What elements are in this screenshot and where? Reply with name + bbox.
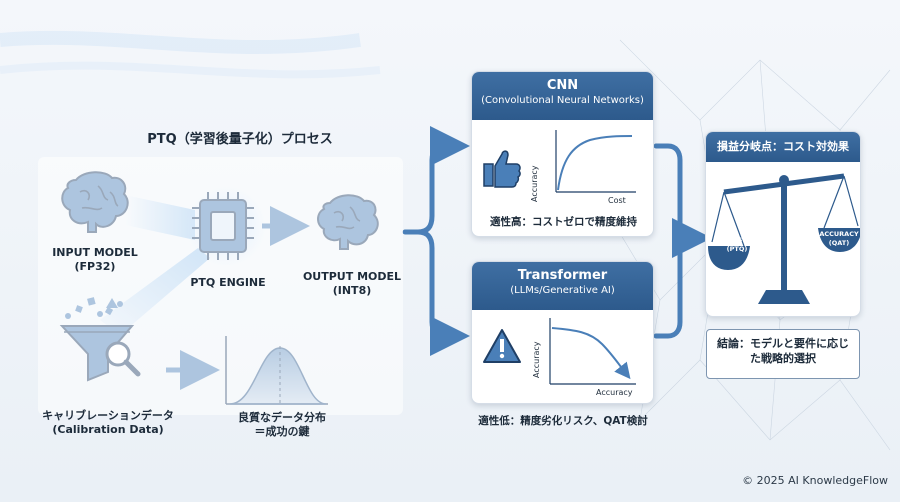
- cnn-subtitle: (Convolutional Neural Networks): [481, 95, 644, 106]
- breakeven-card: 損益分岐点：コスト対効果 COST (PTQ) ACCURACY (QAT): [705, 131, 861, 317]
- diagram-title: PTQ（学習後量子化）プロセス: [147, 132, 333, 147]
- transformer-title: Transformer: [517, 268, 608, 283]
- output-model-label: OUTPUT MODEL (INT8): [292, 270, 412, 298]
- cnn-card: CNN (Convolutional Neural Networks) Accu…: [471, 71, 654, 237]
- thumbs-up-icon: [483, 150, 521, 188]
- distribution-label: 良質なデータ分布 ＝成功の鍵: [212, 411, 352, 439]
- cnn-caption: 適性高：コストゼロで精度維持: [490, 216, 637, 228]
- transformer-card-header: Transformer (LLMs/Generative AI): [472, 262, 653, 310]
- transformer-x-axis-label: Accuracy: [596, 388, 633, 397]
- transformer-subtitle: (LLMs/Generative AI): [510, 285, 615, 296]
- input-model-name: INPUT MODEL: [52, 246, 138, 259]
- conclusion-line2: た戦略的選択: [750, 352, 816, 365]
- cnn-accuracy-chart: [483, 130, 636, 193]
- transformer-y-axis-label: Accuracy: [532, 341, 541, 378]
- branch-connector: [402, 126, 470, 356]
- cnn-card-header: CNN (Convolutional Neural Networks): [472, 72, 653, 120]
- accuracy-pan-line1: ACCURACY: [819, 230, 859, 238]
- distribution-line1: 良質なデータ分布: [238, 411, 326, 424]
- calibration-label: キャリブレーションデータ (Calibration Data): [28, 409, 188, 437]
- output-model-precision: (INT8): [332, 284, 372, 297]
- ptq-process-panel: [38, 157, 403, 415]
- output-model-name: OUTPUT MODEL: [302, 270, 402, 283]
- copyright-footer: © 2025 AI KnowledgeFlow: [742, 474, 888, 487]
- calibration-name: キャリブレーションデータ: [42, 409, 174, 422]
- distribution-line2: ＝成功の鍵: [254, 425, 310, 438]
- warning-icon: [483, 329, 521, 363]
- ptq-engine-label: PTQ ENGINE: [190, 276, 266, 289]
- cnn-x-axis-label: Cost: [608, 196, 626, 205]
- balance-scale-icon: [708, 173, 860, 304]
- cnn-title: CNN: [546, 78, 579, 93]
- input-model-label: INPUT MODEL (FP32): [40, 246, 150, 274]
- transformer-accuracy-chart: [483, 318, 636, 385]
- calibration-sub: (Calibration Data): [52, 423, 164, 436]
- conclusion-box: 結論：モデルと要件に応じ た戦略的選択: [706, 329, 860, 379]
- merge-connector: [653, 143, 712, 339]
- accuracy-pan-label: ACCURACY (QAT): [816, 230, 860, 248]
- transformer-card: Transformer (LLMs/Generative AI) Accurac…: [471, 261, 654, 404]
- accuracy-pan-line2: (QAT): [828, 239, 850, 247]
- cost-pan-line2: (PTQ): [726, 245, 748, 253]
- breakeven-card-header: 損益分岐点：コスト対効果: [706, 132, 860, 162]
- background-streaks: [0, 30, 381, 79]
- cost-pan-line1: COST: [727, 236, 747, 244]
- cost-pan-label: COST (PTQ): [716, 236, 758, 254]
- transformer-caption: 適性低：精度劣化リスク、QAT検討: [478, 415, 648, 427]
- input-model-precision: (FP32): [74, 260, 116, 273]
- cnn-y-axis-label: Accuracy: [530, 165, 539, 202]
- conclusion-line1: 結論：モデルと要件に応じ: [717, 337, 849, 350]
